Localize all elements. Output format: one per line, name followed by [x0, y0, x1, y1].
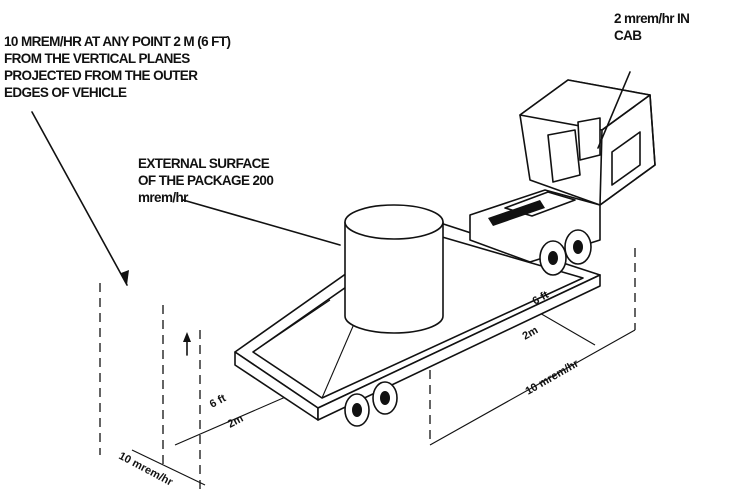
- dose-2m-leader: [31, 111, 128, 286]
- cab-dose-note: 2 mrem/hr IN CAB: [614, 10, 690, 44]
- cab-side-window: [577, 117, 601, 161]
- package-line-3: mrem/hr: [138, 190, 188, 205]
- package-cylinder: [344, 204, 444, 334]
- cab-line-1: 2 mrem/hr IN: [614, 11, 690, 26]
- trailer-hub-2: [380, 391, 390, 405]
- package-line-1: EXTERNAL SURFACE: [138, 156, 270, 171]
- package-line-2: OF THE PACKAGE 200: [138, 173, 274, 188]
- package-surface-note: EXTERNAL SURFACE OF THE PACKAGE 200 mrem…: [138, 155, 274, 206]
- dose-2m-line-4: EDGES OF VEHICLE: [4, 85, 127, 100]
- side-ground-line: [429, 329, 636, 446]
- dose-2m-line-1: 10 mrem/hr AT ANY POINT 2 M (6 ft): [4, 34, 231, 49]
- dose-2m-note: 10 mrem/hr AT ANY POINT 2 M (6 ft) FROM …: [4, 33, 231, 101]
- up-arrow-head: [183, 332, 191, 342]
- tractor-hub-2: [573, 240, 583, 254]
- package-leader: [182, 199, 341, 246]
- trailer-hub-1: [352, 403, 362, 417]
- tractor-hub-1: [548, 251, 558, 265]
- package-body: [344, 221, 444, 334]
- dose-2m-line-2: FROM THE VERTICAL PLANES: [4, 51, 190, 66]
- cab-front: [599, 94, 656, 206]
- rear-dose-label: 10 mrem/hr: [117, 450, 176, 489]
- rear-ft-label: 6 ft: [208, 392, 228, 410]
- side-dose-label: 10 mrem/hr: [524, 357, 582, 397]
- cab-line-2: CAB: [614, 28, 642, 43]
- side-m-label: 2m: [521, 324, 541, 342]
- cab-leader: [597, 71, 631, 149]
- cab-windshield: [611, 131, 641, 186]
- package-top: [344, 204, 444, 240]
- cab-door: [547, 129, 581, 183]
- dose-2m-arrowhead: [121, 270, 129, 285]
- trailer-strap: [252, 299, 331, 353]
- tractor-frame-shadow: [488, 200, 545, 226]
- rear-bracket-line: [131, 449, 206, 486]
- leader-lines: [31, 71, 631, 356]
- tractor: [469, 79, 656, 276]
- dose-2m-line-3: PROJECTED FROM THE OUTER: [4, 68, 198, 83]
- boundary-planes: [99, 248, 636, 492]
